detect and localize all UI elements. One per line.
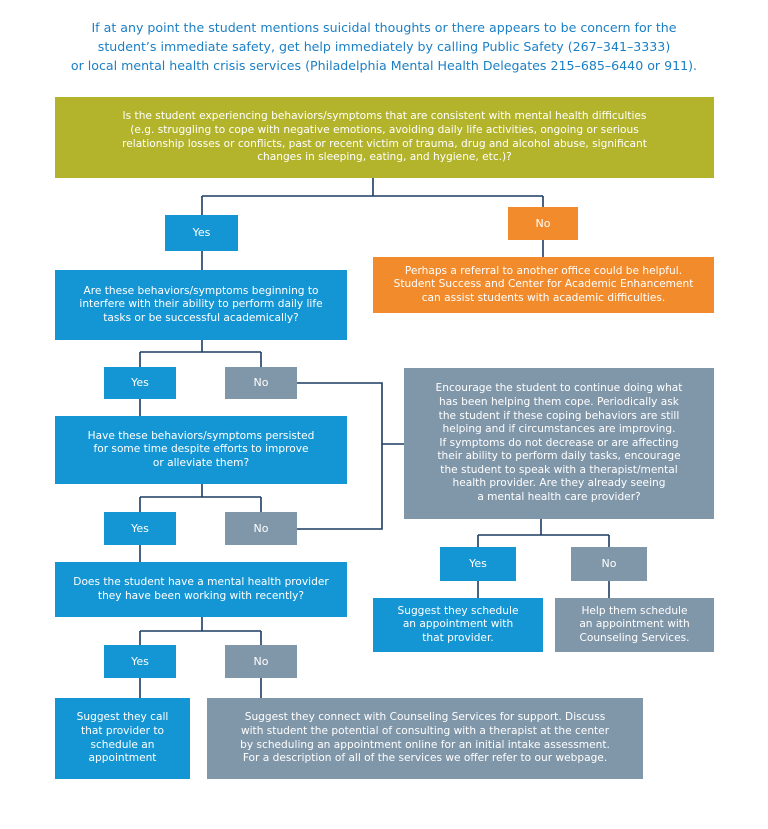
q1-no-label: No	[508, 207, 578, 240]
q4-no-label: No	[225, 645, 297, 678]
connector-q4-branches	[139, 617, 262, 645]
question-has-provider: Does the student have a mental health pr…	[55, 562, 347, 617]
q2-no-label: No	[225, 367, 297, 399]
encourage-yes-label: Yes	[440, 547, 516, 581]
schedule-with-provider-result: Suggest they schedule an appointment wit…	[373, 598, 543, 652]
question-symptoms-persisted: Have these behaviors/symptoms persisted …	[55, 416, 347, 484]
q3-yes-label: Yes	[104, 512, 176, 545]
call-provider-result: Suggest they call that provider to sched…	[55, 698, 190, 779]
safety-notice: If at any point the student mentions sui…	[70, 20, 698, 73]
connector-q3-branches	[139, 484, 262, 512]
encourage-no-label: No	[571, 547, 647, 581]
connector-q1-branches	[201, 178, 544, 215]
connector-q2-no-encourage	[297, 382, 404, 445]
q1-yes-label: Yes	[165, 215, 238, 251]
schedule-counseling-result: Help them schedule an appointment with C…	[555, 598, 714, 652]
question-mental-health-symptoms: Is the student experiencing behaviors/sy…	[55, 97, 714, 178]
referral-result: Perhaps a referral to another office cou…	[373, 257, 714, 313]
connect-counseling-result: Suggest they connect with Counseling Ser…	[207, 698, 643, 779]
q2-yes-label: Yes	[104, 367, 176, 399]
q4-yes-label: Yes	[104, 645, 176, 678]
connector-q2-branches	[139, 340, 262, 367]
q3-no-label: No	[225, 512, 297, 545]
encourage-coping-guidance: Encourage the student to continue doing …	[404, 368, 714, 519]
connector-encourage-branches	[477, 519, 610, 547]
connector-q3-no-encourage	[297, 444, 383, 530]
question-interfering-daily-life: Are these behaviors/symptoms beginning t…	[55, 270, 347, 340]
